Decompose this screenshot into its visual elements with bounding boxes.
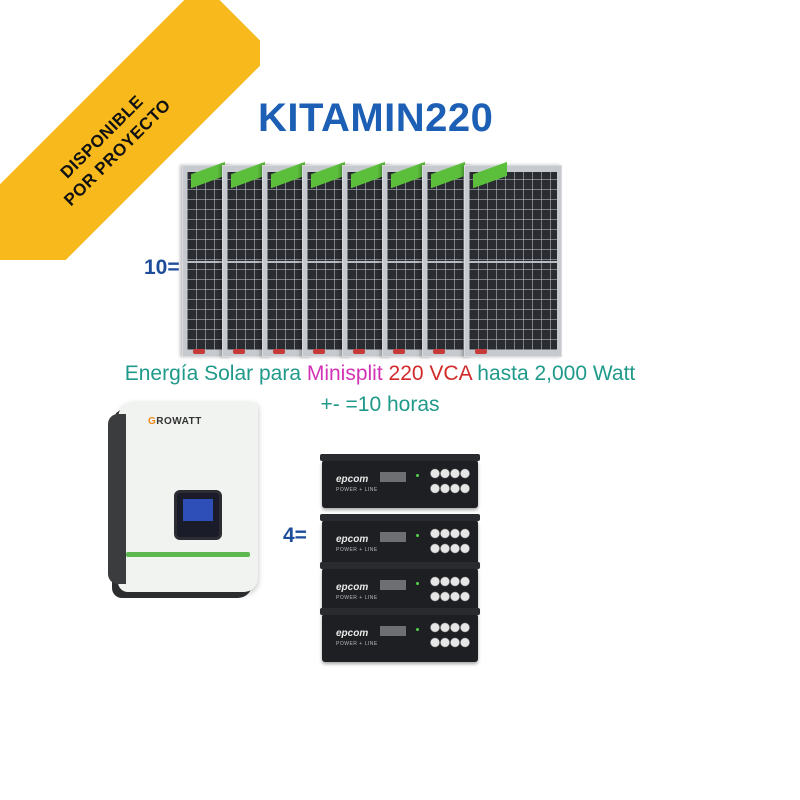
inverter-image: GROWATT — [108, 402, 258, 592]
headline-voltage: 220 VCA — [388, 362, 472, 385]
solar-panel — [464, 161, 562, 357]
inverter-display — [174, 490, 222, 540]
headline-minisplit: Minisplit — [306, 362, 383, 385]
hours-text: +- =10 horas — [320, 393, 440, 416]
kit-title: KITAMIN220 — [258, 96, 494, 140]
solar-panel — [302, 161, 352, 357]
energy-headline: Energía Solar para Minisplit 220 VCA has… — [0, 362, 760, 386]
inverter-side — [108, 414, 126, 584]
headline-text-2: hasta 2,000 Watt — [471, 362, 636, 385]
headline-text-1: Energía Solar para — [124, 362, 307, 385]
battery-quantity: 4= — [283, 524, 307, 547]
panel-quantity: 10= — [144, 256, 180, 279]
inverter-stripe — [126, 552, 250, 557]
solar-panels-image — [182, 161, 562, 357]
inverter-brand: GROWATT — [148, 416, 202, 427]
solar-panel — [422, 161, 472, 357]
